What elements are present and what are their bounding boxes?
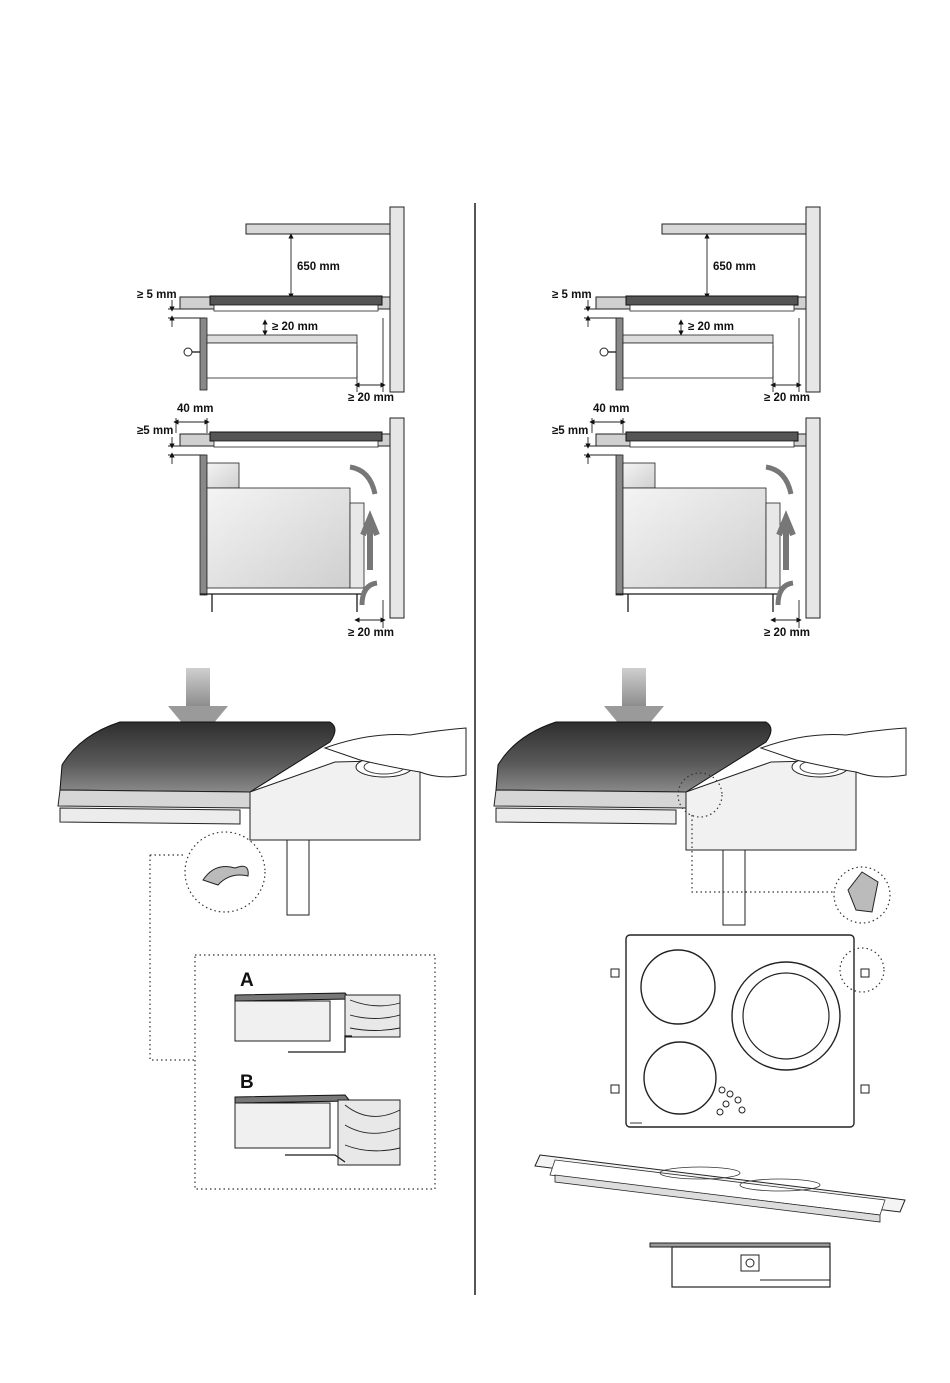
right-oven-gap-label: ≥ 20 mm [688, 321, 734, 333]
right-hob-insertion [494, 668, 906, 925]
right-clearance-diagram [584, 207, 820, 392]
right-front-label: 40 mm [593, 403, 629, 415]
left-front-label: 40 mm [177, 403, 213, 415]
detail-label-b: B [240, 1072, 254, 1093]
right-oven-diagram [584, 418, 820, 628]
hob-perspective [535, 1155, 905, 1222]
right-wall-gap-label: ≥ 20 mm [764, 392, 810, 404]
detail-a [235, 993, 400, 1052]
left-oven-wall-gap-label: ≥ 20 mm [348, 627, 394, 639]
left-oven-diagram [168, 418, 404, 628]
hob-side-profile [650, 1243, 830, 1287]
right-oven-gap-label-5: ≥5 mm [552, 425, 588, 437]
right-oven-wall-gap-label: ≥ 20 mm [764, 627, 810, 639]
left-clearance-diagram [168, 207, 404, 392]
detail-label-a: A [240, 970, 254, 991]
left-wall-gap-label: ≥ 20 mm [348, 392, 394, 404]
left-oven-gap-label: ≥ 20 mm [272, 321, 318, 333]
left-height-label: 650 mm [297, 261, 340, 273]
right-height-label: 650 mm [713, 261, 756, 273]
detail-b [235, 1095, 400, 1165]
left-oven-gap-label-5: ≥5 mm [137, 425, 173, 437]
left-gap-label: ≥ 5 mm [137, 289, 177, 301]
right-gap-label: ≥ 5 mm [552, 289, 592, 301]
hob-top-view [611, 935, 884, 1127]
